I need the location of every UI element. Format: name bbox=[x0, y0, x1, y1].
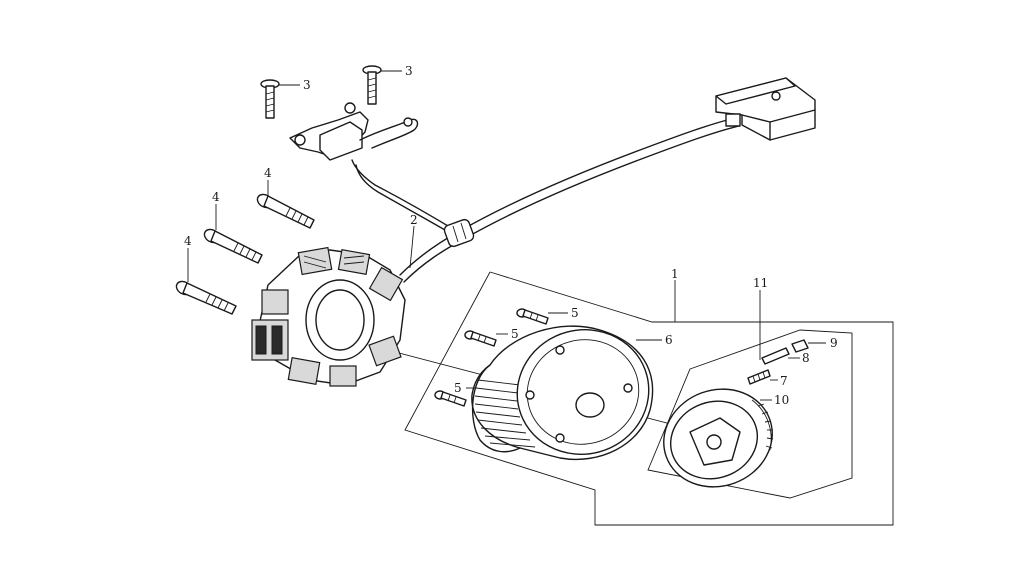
callout-4b: 4 bbox=[212, 190, 220, 204]
screw-5c bbox=[434, 390, 467, 407]
callout-10: 10 bbox=[774, 393, 789, 407]
leader-lines bbox=[187, 70, 826, 401]
flywheel-fins bbox=[474, 379, 536, 448]
callout-8: 8 bbox=[802, 351, 810, 365]
pickup-coil bbox=[289, 102, 419, 161]
assembly-outline bbox=[404, 271, 894, 526]
trigger-ring bbox=[663, 388, 774, 488]
ring-knurl bbox=[757, 403, 774, 449]
sub-assembly-outline bbox=[647, 329, 853, 499]
connector-plug bbox=[715, 77, 816, 141]
callout-7: 7 bbox=[780, 374, 788, 388]
cap-9 bbox=[791, 339, 809, 353]
screw-5b bbox=[464, 330, 497, 347]
callout-2: 2 bbox=[410, 213, 418, 227]
pin-8 bbox=[761, 347, 790, 365]
spring-7 bbox=[747, 369, 771, 385]
wire-grommet bbox=[443, 218, 475, 248]
callout-5c: 5 bbox=[454, 381, 462, 395]
callout-6: 6 bbox=[665, 333, 673, 347]
screw-3a bbox=[260, 79, 280, 119]
screw-5a bbox=[516, 308, 549, 325]
callout-1: 1 bbox=[671, 267, 679, 281]
callout-3a: 3 bbox=[303, 78, 311, 92]
bolt-4c bbox=[175, 280, 237, 315]
callout-3b: 3 bbox=[405, 64, 413, 78]
flywheel bbox=[471, 325, 654, 461]
wire-harness bbox=[351, 117, 740, 283]
callout-9: 9 bbox=[830, 336, 838, 350]
bolt-4a bbox=[256, 193, 315, 229]
screw-3b bbox=[362, 65, 382, 105]
bolt-4b bbox=[203, 228, 263, 264]
callout-5a: 5 bbox=[571, 306, 579, 320]
callout-11: 11 bbox=[753, 276, 768, 290]
stator bbox=[251, 246, 406, 387]
callout-5b: 5 bbox=[511, 327, 519, 341]
callout-4a: 4 bbox=[264, 166, 272, 180]
callout-4c: 4 bbox=[184, 234, 192, 248]
